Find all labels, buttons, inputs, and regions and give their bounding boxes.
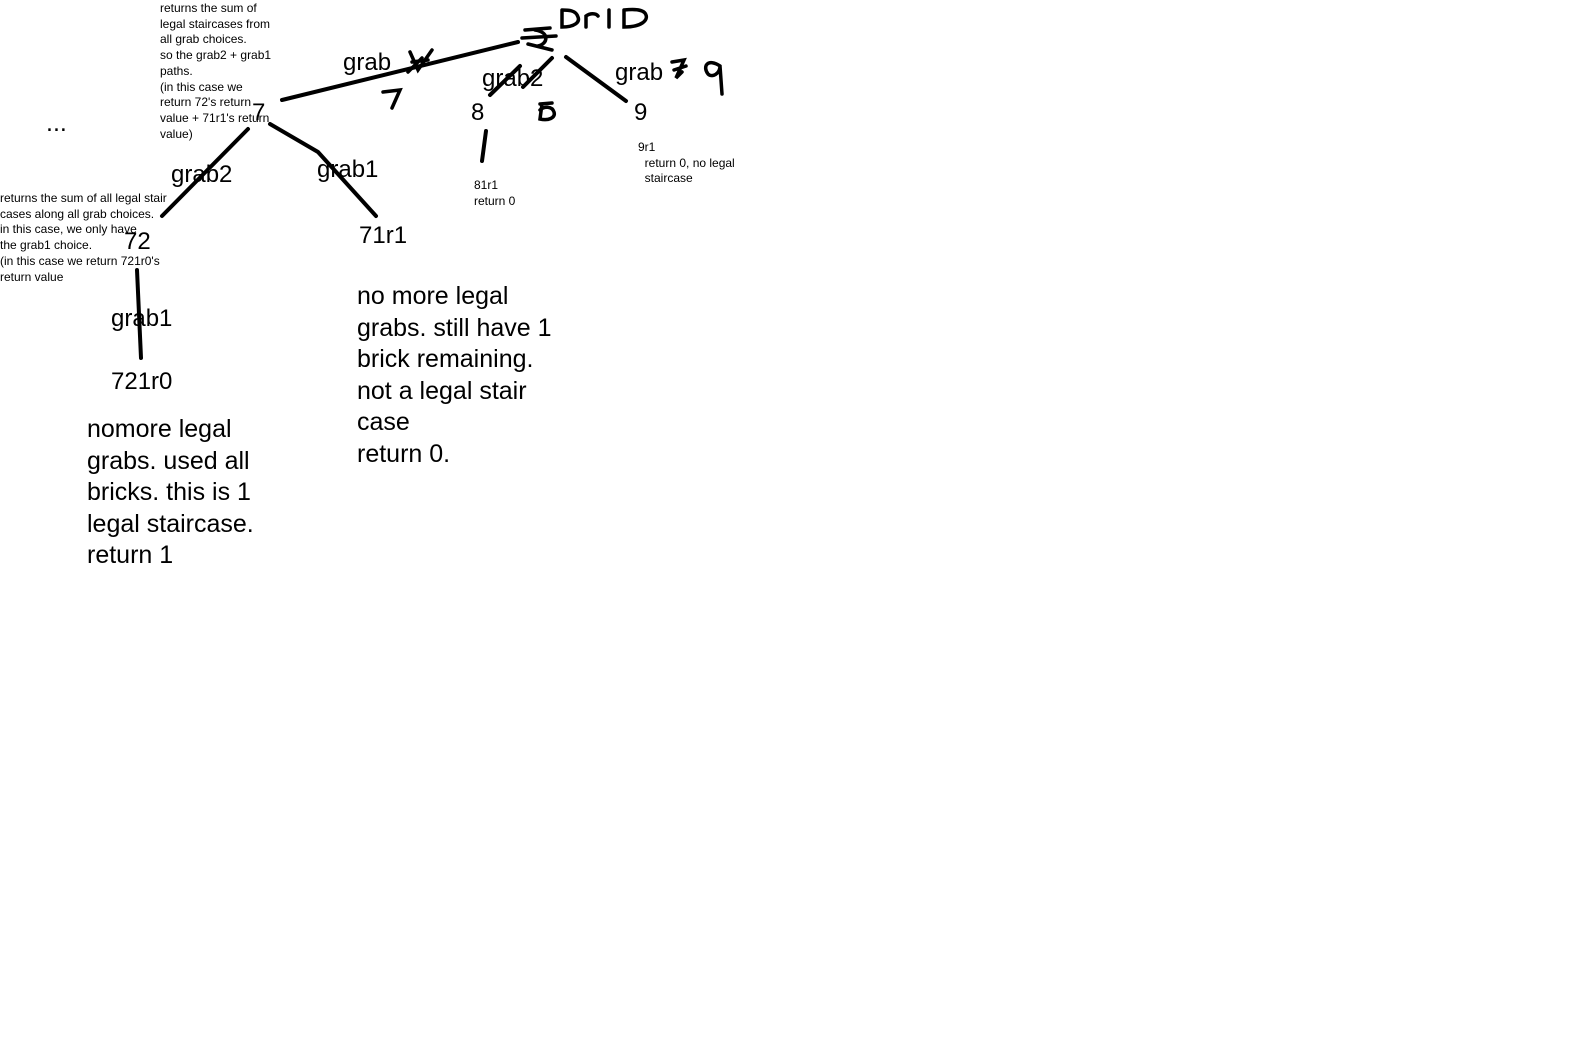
- node-721r0: 721r0: [111, 368, 173, 395]
- handwritten-7-glyph: [381, 87, 403, 110]
- edge-7-to-72: [160, 127, 250, 218]
- edge-root-to-9: [564, 55, 628, 103]
- edge-label-72-down: grab1: [111, 305, 173, 332]
- edge-root-to-8: [488, 64, 522, 97]
- leaf-81r1-annotation: 81r1 return 0: [474, 178, 516, 208]
- crossed-out-2-scribble: [406, 48, 434, 74]
- node-72: 72: [124, 228, 151, 255]
- edge-7-to-71r1: [268, 122, 378, 218]
- edge-label-root-left: grab: [343, 49, 392, 76]
- node-7: 7: [252, 99, 266, 126]
- crossed-out-root-scribble: [520, 26, 558, 52]
- edge-8-to-81r1: [480, 129, 488, 163]
- edge-label-7-left: grab2: [171, 161, 233, 188]
- root-annotation: returns the sum of legal staircases from…: [160, 1, 272, 141]
- node-71r1: 71r1: [359, 222, 408, 249]
- edge-label-root-mid: grab2: [482, 65, 544, 92]
- node-9: 9: [634, 99, 648, 126]
- crossed-out-1-scribble: [670, 57, 688, 80]
- edge-label-root-right: grab: [615, 59, 664, 86]
- edge-label-7-right: grab1: [317, 156, 379, 183]
- edge-72-to-721r0: [135, 268, 143, 360]
- edge-root-to-6: [521, 56, 554, 89]
- handwritten-9-glyph: [703, 61, 724, 96]
- node-72-annotation: returns the sum of all legal stair cases…: [0, 191, 167, 284]
- ellipsis-text: ...: [46, 109, 67, 137]
- leaf-71r1-explanation: no more legal grabs. still have 1 brick …: [357, 282, 552, 468]
- edge-root-to-7: [280, 40, 520, 102]
- leaf-9r1-annotation: 9r1 return 0, no legal staircase: [638, 140, 735, 186]
- handwritten-6-glyph: [538, 101, 557, 122]
- handwritten-root-label-glyphs: [560, 7, 649, 29]
- leaf-721r0-explanation: nomore legal grabs. used all bricks. thi…: [87, 415, 254, 569]
- node-8: 8: [471, 99, 485, 126]
